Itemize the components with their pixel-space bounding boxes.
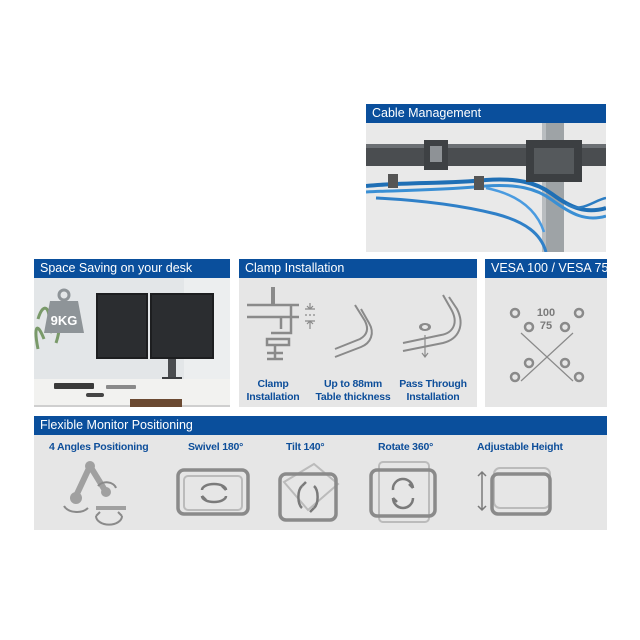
space-saving-title: Space Saving on your desk [34,259,230,278]
clamp-item-1-line2: Installation [246,391,300,403]
clamp-item-3-line1: Pass Through [399,378,467,390]
pass-through-icon [402,294,462,358]
clamp-item-2-line2: Table thickness [315,391,391,403]
cable-management-panel: Cable Management [366,104,606,252]
cable-management-title: Cable Management [366,104,606,123]
clamp-item-2-label: Up to 88mm Table thickness [315,378,391,404]
clamp-item-1-label: Clamp Installation [243,378,303,404]
desk-photo [34,259,230,407]
flexible-positioning-title: Flexible Monitor Positioning [34,416,607,435]
flex-item-2-label: Swivel 180° [188,441,244,453]
clamp-item-2-line1: Up to 88mm [323,378,383,390]
flex-item-1-label: 4 Angles Positioning [49,441,149,453]
flexible-positioning-panel: Flexible Monitor Positioning 4 Angles Po… [34,416,607,530]
clamp-item-1-line1: Clamp [257,378,289,390]
vesa-100-label: 100 [536,307,556,319]
table-thickness-icon [305,303,373,358]
weight-badge-icon [44,288,84,333]
arm-angles-icon [63,461,126,526]
vesa-pattern-icon [509,307,585,383]
clamp-installation-panel: Clamp Installation Clamp [239,259,477,407]
cable-management-photo [366,104,606,252]
flex-item-4-label: Rotate 360° [378,441,434,453]
swivel-icon [176,468,250,516]
clamp-installation-title: Clamp Installation [239,259,477,278]
clamp-item-3-label: Pass Through Installation [399,378,467,404]
height-icon [477,467,552,516]
space-saving-panel: 9KG Space Saving on your desk [34,259,230,407]
vesa-title: VESA 100 / VESA 75 [485,259,607,278]
tilt-icon [278,462,340,522]
vesa-panel: VESA 100 / VESA 75 100 75 [485,259,607,407]
weight-badge-label: 9KG [50,313,78,328]
rotate-icon [369,461,437,523]
flex-item-5-label: Adjustable Height [477,441,563,453]
vesa-75-label: 75 [539,320,553,332]
flex-item-3-label: Tilt 140° [286,441,325,453]
clamp-item-3-line2: Installation [406,391,460,403]
clamp-icon [247,287,299,361]
